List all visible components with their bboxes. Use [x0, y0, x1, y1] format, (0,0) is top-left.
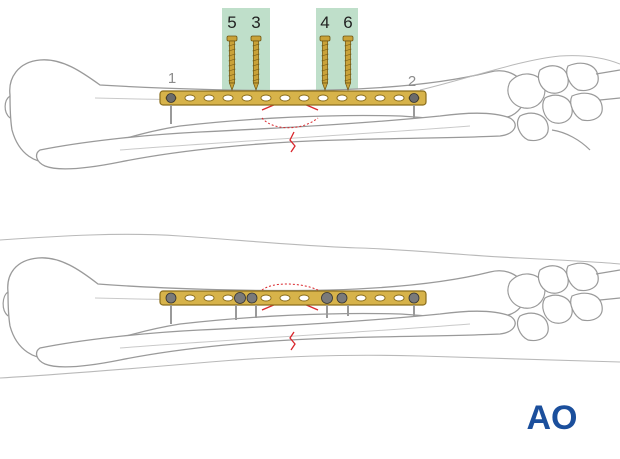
carpal-bones-top [507, 62, 620, 151]
ulna-bone-bottom [35, 310, 516, 368]
ulna-bone-top [35, 112, 516, 170]
screw-head-1-top [166, 93, 176, 103]
fracture-wedge-top [261, 117, 319, 129]
position-label-1: 1 [168, 70, 176, 87]
inserted-screw-heads-bottom [165, 292, 420, 304]
fracture-line-ulna-bottom [289, 331, 296, 351]
screw-6-icon [342, 35, 354, 92]
forearm-skin-upper [0, 233, 620, 265]
plate-holes-bottom [184, 294, 405, 302]
radius-head-bottom [2, 291, 9, 317]
forearm-skin-lower [0, 354, 620, 379]
screw-icon [226, 35, 354, 92]
plate-holes-top [165, 94, 420, 102]
ao-logo: AO [527, 399, 578, 437]
inserted-screw-shafts-bottom [170, 305, 415, 324]
screw-label-6: 6 [343, 13, 352, 32]
top-view: 5 3 4 6 [4, 8, 620, 170]
screw-label-5: 5 [227, 13, 236, 32]
ulna-canal-bottom [119, 323, 471, 349]
fracture-wedge-bottom [261, 283, 319, 291]
carpal-bones-bottom [507, 262, 620, 342]
fracture-line-ulna-top [289, 131, 296, 153]
ulna-canal-top [119, 125, 471, 151]
screw-label-4: 4 [320, 13, 329, 32]
screw-head-2-top [409, 93, 419, 103]
screw-3-icon [250, 35, 262, 92]
bottom-view [0, 233, 620, 379]
plate-top [159, 90, 427, 106]
plate-bottom [159, 290, 427, 306]
position-label-2: 2 [408, 73, 416, 90]
screw-5-icon [226, 35, 238, 92]
skin-outline-top [419, 55, 620, 91]
radius-head-top [4, 95, 11, 119]
screw-label-3: 3 [251, 13, 260, 32]
screw-4-icon [319, 35, 331, 92]
